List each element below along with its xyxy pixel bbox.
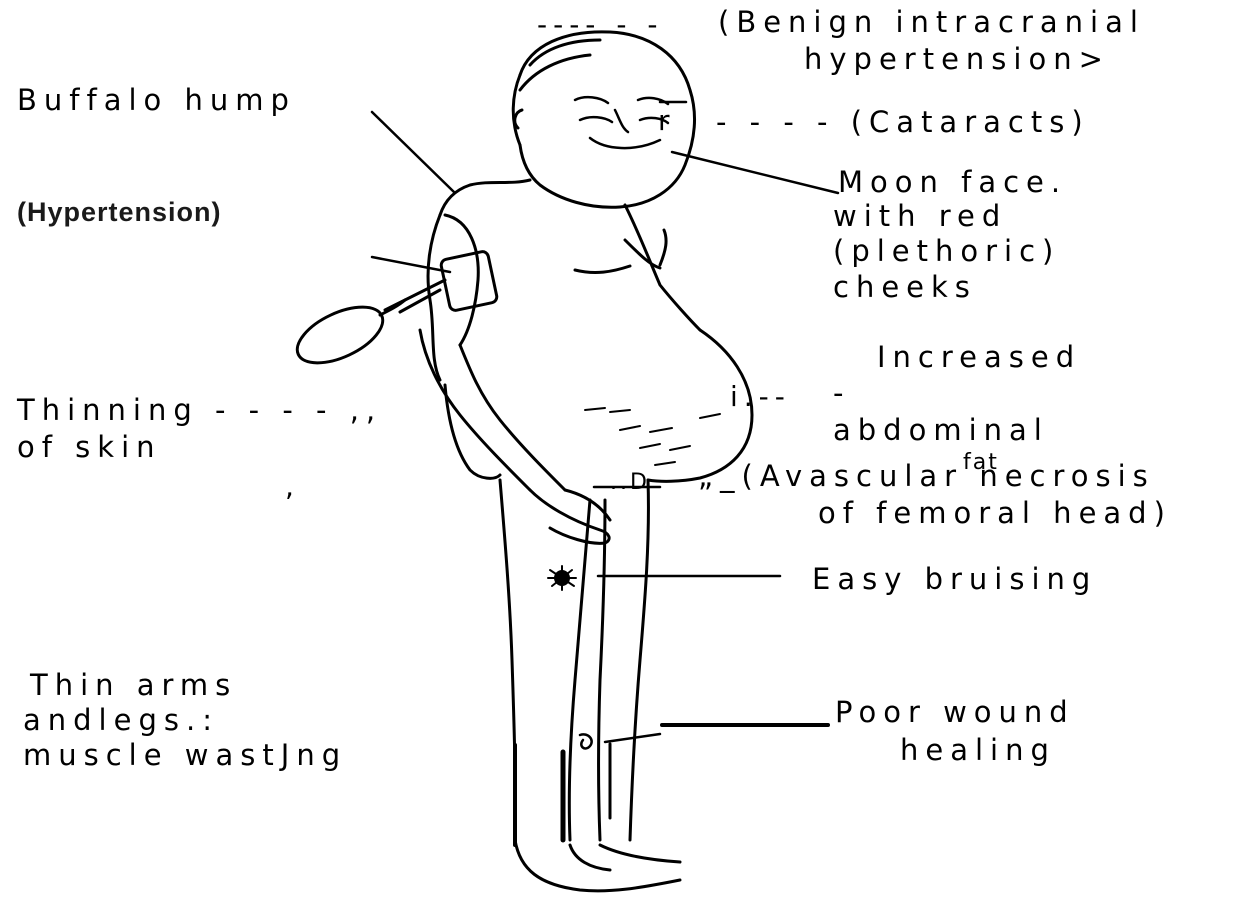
thinning-tick: , — [285, 470, 300, 503]
label-thinning-of-skin-line2: of skin — [17, 430, 162, 465]
arm-with-cuff — [289, 215, 610, 543]
bruise-mark — [548, 566, 576, 590]
label-increased-abdominal-fat-line2: abdominal — [833, 413, 1049, 448]
face-features — [575, 97, 668, 148]
label-increased-abdominal-fat-dash: - — [833, 376, 850, 411]
abdominal-leader: i.-- — [730, 380, 791, 413]
abdominal-striae — [585, 408, 720, 465]
label-buffalo-hump: Buffalo hump — [17, 83, 296, 118]
label-thin-arms-legs-line1: Thin arms — [30, 668, 237, 703]
label-poor-wound-healing-line2: healing — [900, 733, 1056, 768]
label-moon-face-line3: (plethoric) — [833, 234, 1060, 269]
label-benign-intracranial-hypertension-line2: hypertension> — [804, 42, 1110, 77]
intracranial-leader: ---- - - — [537, 8, 663, 41]
label-increased-abdominal-fat-line1: Increased — [877, 340, 1081, 375]
label-moon-face-line4: cheeks — [833, 270, 977, 305]
label-thin-arms-legs-line2: andlegs.: — [23, 703, 219, 738]
label-avascular-necrosis-line2: of femoral head) — [818, 496, 1172, 531]
avascular-leader: ..D — [610, 470, 650, 495]
label-moon-face-line1: Moon face. — [838, 165, 1067, 200]
label-moon-face-line2: with red — [833, 199, 1007, 234]
label-poor-wound-healing-line1: Poor wound — [835, 695, 1075, 730]
cataracts-mark: r — [658, 104, 676, 137]
label-benign-intracranial-hypertension: (Benign intracranial — [718, 5, 1145, 40]
wound-mark — [580, 734, 592, 748]
label-easy-bruising: Easy bruising — [812, 562, 1097, 597]
label-thinning-of-skin-line1: Thinning - - - - ,, — [17, 393, 382, 428]
label-avascular-necrosis-line1: „_(Avascular necrosis — [698, 459, 1155, 494]
label-cataracts: - - - - (Cataracts) — [716, 105, 1090, 140]
label-hypertension: (Hypertension) — [17, 195, 222, 230]
label-thin-arms-legs-line3: muscle wastJng — [23, 738, 347, 773]
